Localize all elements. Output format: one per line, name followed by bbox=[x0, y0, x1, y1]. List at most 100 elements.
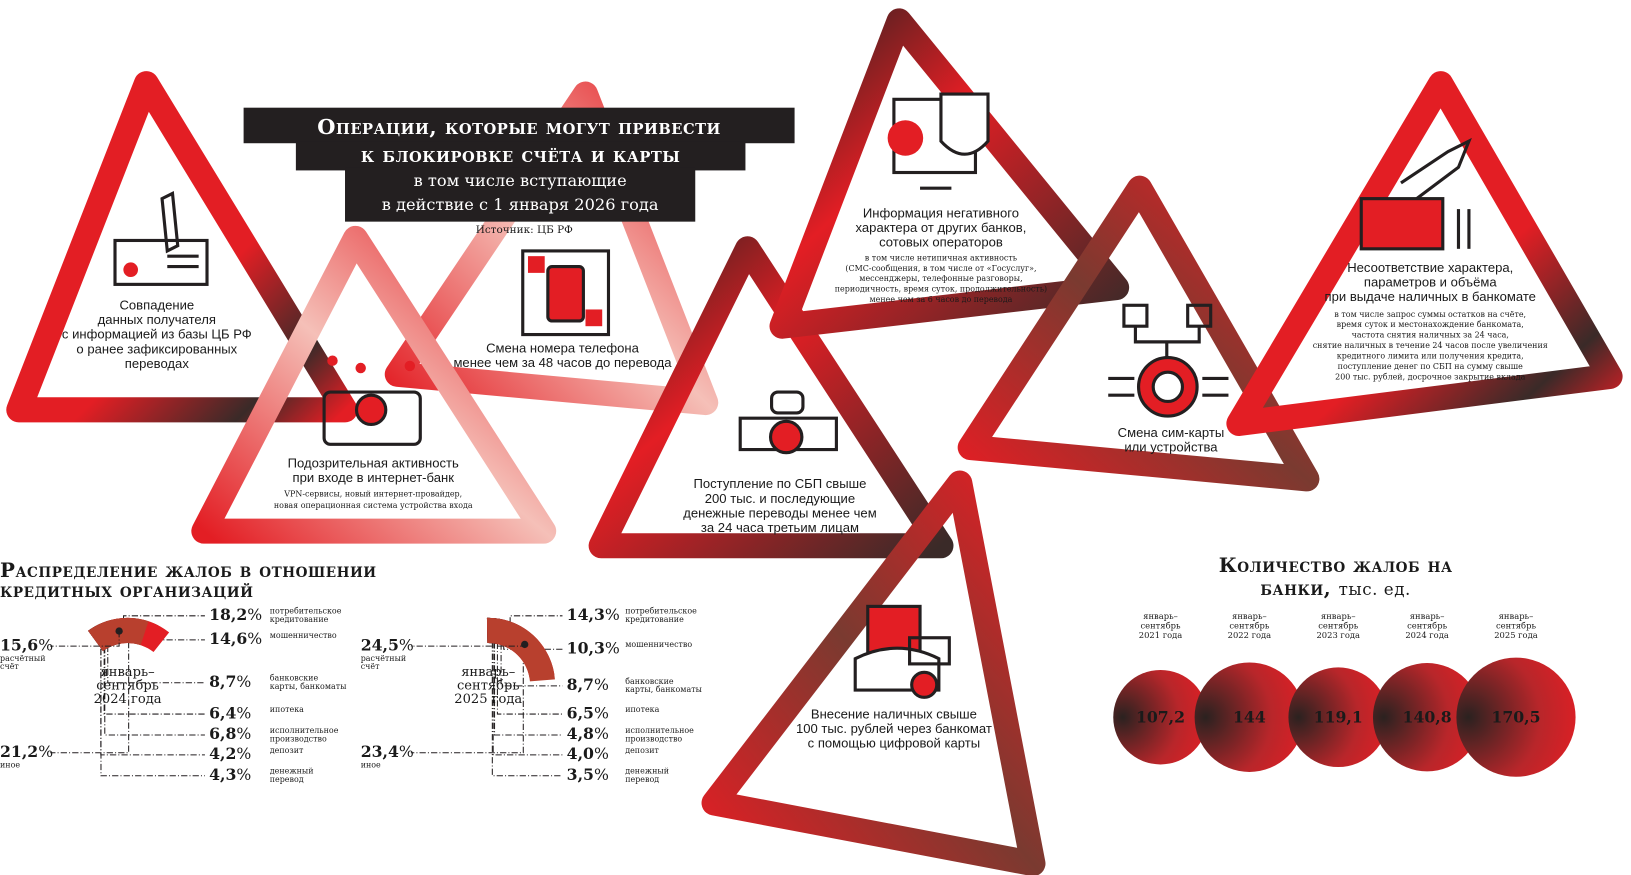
slice-percent: 4,2% bbox=[209, 744, 251, 763]
donut-slice bbox=[486, 617, 555, 682]
percent-value: 18,2 bbox=[209, 605, 248, 625]
card-atm-cash: Несоответствие характера,параметров и об… bbox=[1312, 260, 1548, 382]
slice-percent: 15,6% bbox=[0, 636, 53, 655]
slice-percent: 14,6% bbox=[209, 629, 262, 648]
percent-sign: % bbox=[236, 765, 252, 785]
leader-line bbox=[107, 634, 205, 684]
bubble-chart bbox=[1113, 657, 1576, 777]
percent-value: 10,3 bbox=[566, 638, 605, 658]
slice-percent: 6,5% bbox=[567, 704, 609, 723]
donut-chart-2025 bbox=[410, 615, 563, 777]
bubble bbox=[1288, 667, 1389, 768]
slice-percent: 10,3% bbox=[567, 639, 620, 658]
bubble-value: 140,8 bbox=[1402, 707, 1452, 727]
slice-label: иное bbox=[360, 760, 381, 770]
atm-cash-icon bbox=[1359, 137, 1472, 251]
subtitle-line-2: в действие с 1 января 2026 года bbox=[381, 195, 659, 215]
page-title-line-2: к блокировке счёта и карты bbox=[295, 141, 746, 171]
slice-percent: 3,5% bbox=[567, 765, 609, 784]
sim-chip-icon bbox=[1108, 303, 1229, 418]
slice-percent: 4,0% bbox=[567, 744, 609, 763]
bubble bbox=[1456, 657, 1576, 777]
leader-line bbox=[100, 637, 205, 777]
bubble-value: 170,5 bbox=[1491, 707, 1541, 727]
leader-line bbox=[410, 644, 526, 647]
slice-percent: 4,8% bbox=[567, 725, 609, 744]
percent-sign: % bbox=[236, 744, 252, 764]
percent-sign: % bbox=[247, 629, 263, 649]
percent-sign: % bbox=[593, 724, 609, 744]
subtitle-line-1: в том числе вступающие bbox=[413, 171, 627, 191]
triangle-7 bbox=[1226, 71, 1623, 436]
percent-sign: % bbox=[236, 672, 252, 692]
triangle-4 bbox=[588, 236, 954, 559]
page-title-line-1: Операции, которые могут привести bbox=[243, 107, 795, 144]
percent-sign: % bbox=[236, 724, 252, 744]
leader-line bbox=[500, 631, 563, 687]
percent-sign: % bbox=[593, 765, 609, 785]
leader-line bbox=[410, 643, 524, 754]
percent-sign: % bbox=[38, 742, 54, 762]
donut-chart-2024 bbox=[50, 615, 205, 777]
percent-value: 4,3 bbox=[209, 765, 237, 785]
bubble-value: 107,2 bbox=[1135, 707, 1186, 727]
slice-percent: 18,2% bbox=[209, 605, 262, 624]
percent-value: 6,8 bbox=[209, 724, 237, 744]
percent-value: 24,5 bbox=[360, 635, 399, 655]
percent-value: 14,6 bbox=[209, 629, 248, 649]
bubble bbox=[1372, 663, 1482, 772]
leader-line bbox=[104, 635, 205, 736]
leader-line bbox=[491, 630, 563, 777]
leader-line bbox=[50, 630, 130, 754]
percent-value: 21,2 bbox=[0, 742, 39, 762]
percent-sign: % bbox=[604, 605, 620, 625]
percent-value: 6,5 bbox=[566, 703, 594, 723]
leader-line bbox=[494, 630, 563, 736]
slice-label: иное bbox=[0, 760, 21, 770]
qr-phone-icon bbox=[521, 249, 611, 337]
bubble-value: 119,1 bbox=[1313, 707, 1363, 727]
percent-sign: % bbox=[247, 605, 263, 625]
percent-sign: % bbox=[398, 635, 414, 655]
leader-line bbox=[103, 635, 205, 715]
leader-line bbox=[496, 631, 563, 715]
signature-card-icon bbox=[113, 190, 209, 286]
triangle-2 bbox=[191, 225, 557, 544]
percent-sign: % bbox=[593, 703, 609, 723]
triangle-5 bbox=[769, 8, 1130, 339]
slice-percent: 8,7% bbox=[209, 672, 251, 691]
bubble-unit: тыс. ед. bbox=[1338, 579, 1411, 600]
laptop-ruble-icon bbox=[322, 355, 422, 446]
bubble bbox=[1113, 669, 1208, 765]
percent-value: 15,6 bbox=[0, 635, 39, 655]
icons bbox=[113, 92, 1472, 699]
leader-line bbox=[50, 631, 120, 647]
slice-percent: 14,3% bbox=[567, 605, 620, 624]
triangle-1 bbox=[6, 71, 358, 423]
percent-value: 4,2 bbox=[209, 744, 237, 764]
money-transfer-icon bbox=[738, 390, 838, 455]
slice-percent: 8,7% bbox=[567, 675, 609, 694]
percent-value: 3,5 bbox=[566, 765, 594, 785]
leader-line bbox=[492, 630, 563, 756]
bubble-section-title: Количество жалоб на банки, тыс. ед. bbox=[1218, 554, 1453, 601]
